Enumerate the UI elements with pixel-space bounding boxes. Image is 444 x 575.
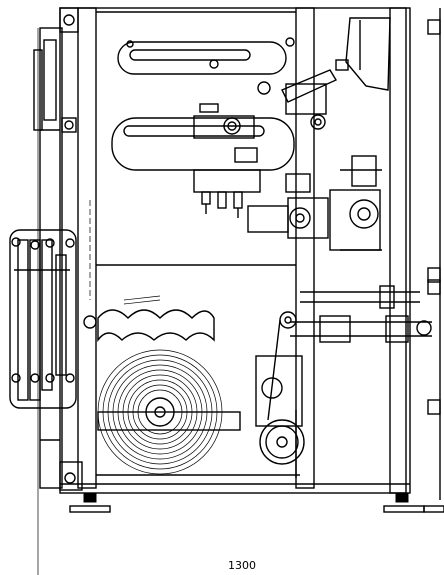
film-roll (97, 349, 241, 475)
right-edge-bolts (427, 8, 441, 500)
wave-conveyor (83, 295, 215, 343)
valve-block (193, 169, 261, 218)
horizontal-cylinder (111, 103, 295, 171)
left-side-frame (33, 7, 83, 575)
dimension-label: 1300 (228, 559, 256, 572)
lower-roller (255, 355, 305, 478)
top-slot-guide (117, 37, 295, 75)
left-guide-rails (9, 229, 77, 409)
upper-right-mechanism (257, 17, 391, 130)
machine-feet (69, 493, 444, 513)
main-frame (59, 7, 411, 494)
central-assembly (247, 155, 382, 251)
lower-linkage (267, 285, 432, 421)
